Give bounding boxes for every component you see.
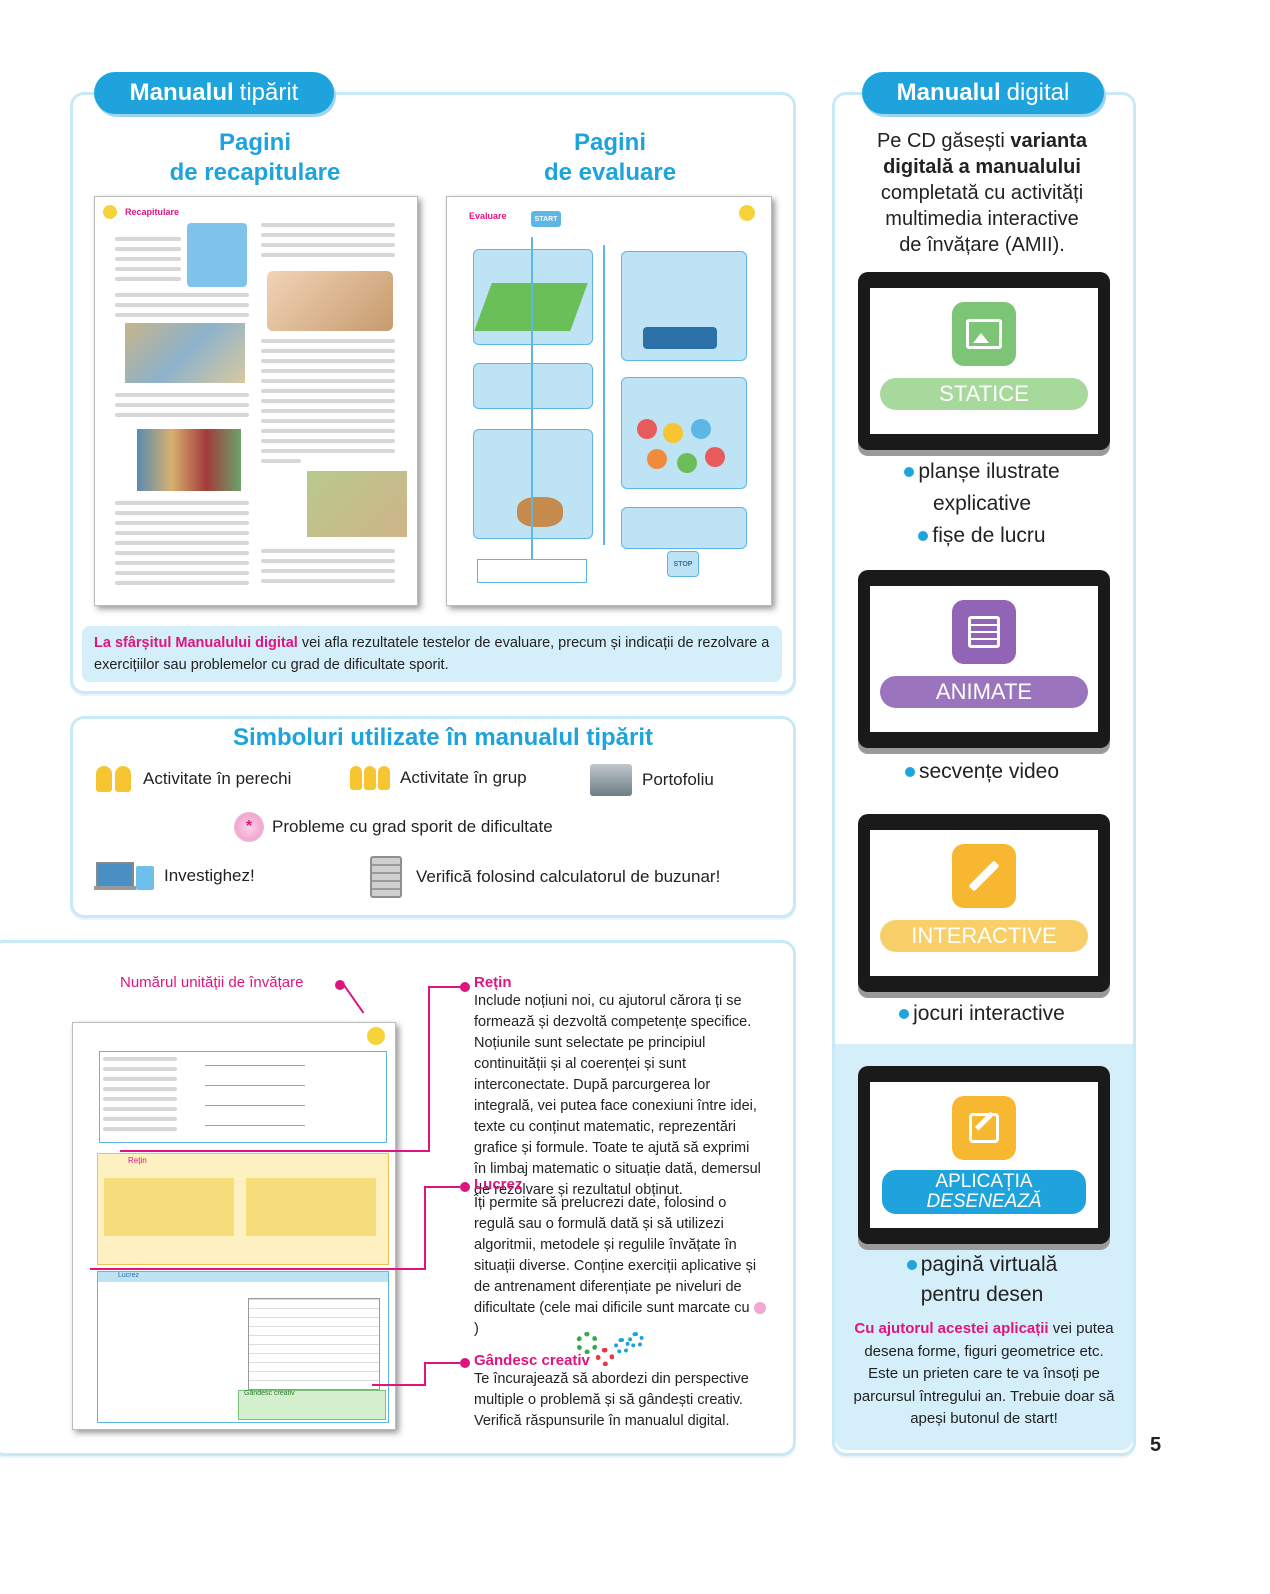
- page-number: 5: [1150, 1434, 1162, 1456]
- unit-number-label: Numărul unității de învățare: [120, 974, 304, 991]
- book-illustration: [187, 223, 247, 287]
- digital-intro: Pe CD găsești varianta digitală a manual…: [876, 130, 1088, 256]
- eval-title: Pagini de evaluare: [543, 129, 677, 186]
- laptop-icon: [94, 860, 156, 892]
- recap-page-thumbnail: Recapitulare: [94, 196, 418, 606]
- deseneaza-label: APLICAȚIA DESENEAZĂ: [880, 1168, 1088, 1216]
- deseneaza-bullets: pagină virtuală pentru desen: [846, 1250, 1118, 1310]
- animate-bullets: secvențe video: [846, 760, 1118, 784]
- symbols-title: Simboluri utilizate în manualul tipărit: [232, 724, 654, 751]
- symbol-portfolio: Portofoliu: [590, 764, 714, 796]
- lucrez-callout: Lucrez Îți permite să prelucrezi date, f…: [474, 1176, 770, 1340]
- statice-tablet[interactable]: STATICE: [858, 272, 1110, 450]
- start-badge: START: [531, 211, 561, 227]
- statice-bullets: planșe ilustrate explicative fișe de luc…: [846, 456, 1118, 552]
- animate-tablet[interactable]: ANIMATE: [858, 570, 1110, 748]
- evaluation-page-thumbnail: Evaluare START STOP: [446, 196, 772, 606]
- symbol-difficulty: * Probleme cu grad sporit de dificultate: [234, 812, 553, 842]
- coins-photo: [267, 271, 393, 331]
- interactive-tablet[interactable]: INTERACTIVE: [858, 814, 1110, 992]
- portfolio-icon: [590, 764, 632, 796]
- edit-icon: [952, 1096, 1016, 1160]
- symbol-group: Activitate în grup: [350, 766, 527, 790]
- symbol-pair: Activitate în perechi: [96, 766, 291, 792]
- retin-callout: Rețin Include noțiuni noi, cu ajutorul c…: [474, 974, 761, 1198]
- difficulty-star-icon: [753, 1302, 766, 1315]
- retin-box: Rețin: [97, 1153, 389, 1265]
- pencil-icon: [952, 844, 1016, 908]
- stop-badge: STOP: [667, 551, 699, 577]
- symbol-calculator: Verifică folosind calculatorul de buzuna…: [370, 856, 720, 898]
- interactive-bullets: jocuri interactive: [846, 1002, 1118, 1026]
- group-icon: [350, 766, 390, 790]
- gandesc-callout: Gândesc creativ Te încurajează să aborde…: [474, 1352, 749, 1429]
- symbols-panel: [70, 716, 796, 918]
- building-photo: [307, 471, 407, 537]
- deseneaza-description: Cu ajutorul acestei aplicații vei putea …: [853, 1320, 1115, 1427]
- deseneaza-tablet[interactable]: APLICAȚIA DESENEAZĂ: [858, 1066, 1110, 1244]
- calculator-icon: [370, 856, 402, 898]
- image-icon: [952, 302, 1016, 366]
- film-icon: [952, 600, 1016, 664]
- symbol-investigate: Investighez!: [94, 860, 255, 892]
- pair-icon: [96, 766, 131, 792]
- animate-label: ANIMATE: [880, 676, 1088, 708]
- lesson-page-thumbnail: Rețin Lucrez Gândesc creativ: [72, 1022, 396, 1430]
- gears-icon: [576, 1332, 646, 1372]
- lucrez-box: Lucrez Gândesc creativ: [97, 1271, 389, 1423]
- interactive-label: INTERACTIVE: [880, 920, 1088, 952]
- stamps-photo: [137, 429, 241, 491]
- digital-results-note: La sfârșitul Manualului digital vei afla…: [82, 626, 782, 682]
- money-photo: [125, 323, 245, 383]
- star-icon: *: [234, 812, 264, 842]
- recap-title: Pagini de recapitulare: [169, 129, 341, 186]
- statice-label: STATICE: [880, 378, 1088, 410]
